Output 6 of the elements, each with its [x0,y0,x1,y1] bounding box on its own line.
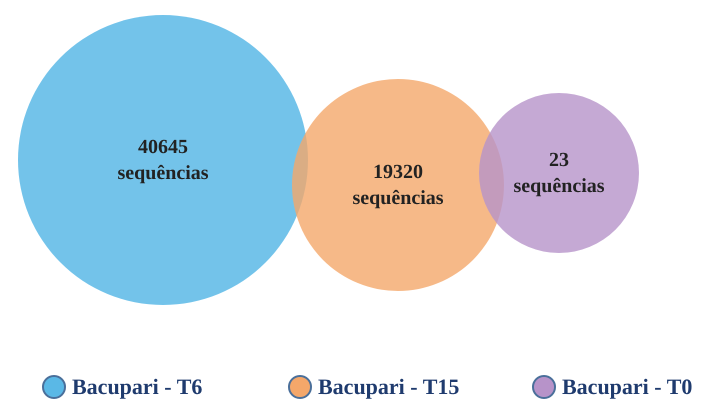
legend-label: Bacupari - T6 [72,374,202,400]
legend-label: Bacupari - T15 [318,374,460,400]
count-label: 19320 sequências [351,160,445,211]
count-label: 23 sequências [512,148,606,199]
legend-label: Bacupari - T0 [562,374,692,400]
count-label: 40645 sequências [116,135,210,186]
